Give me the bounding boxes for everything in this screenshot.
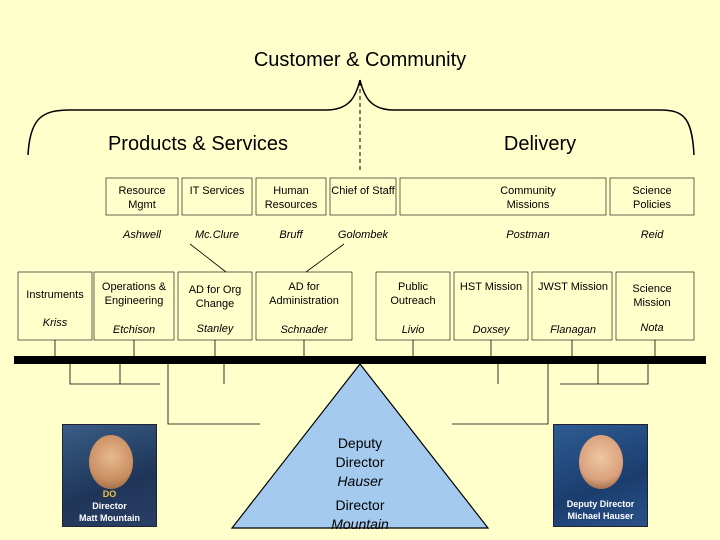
director-name: Mountain: [331, 516, 389, 532]
name-etchison: Etchison: [112, 324, 156, 336]
name-ashwell: Ashwell: [123, 229, 161, 241]
name-reid: Reid: [640, 229, 664, 241]
delivery-header: Delivery: [503, 133, 577, 155]
box-ad-administration: AD for Administration: [269, 281, 339, 307]
customer-brace: [27, 79, 695, 156]
box-operations-engineering: Operations & Engineering: [101, 281, 167, 307]
main-bar: [14, 356, 706, 364]
lower-tree-lines: [69, 364, 649, 425]
box-science-policies: Science Policies: [632, 185, 672, 211]
name-postman: Postman: [506, 229, 550, 241]
customer-community-title: Customer & Community: [253, 49, 467, 71]
box-instruments: Instruments: [26, 289, 84, 301]
name-schnader: Schnader: [280, 324, 328, 336]
name-doxsey: Doxsey: [472, 324, 510, 336]
deputy-face-icon: [579, 435, 623, 489]
director-photo-caption-2: Director: [92, 501, 127, 511]
outline-it: [181, 177, 253, 216]
director-face-icon: [89, 435, 133, 489]
box-hst-mission: HST Mission: [459, 281, 523, 293]
deputy-photo-caption-1: Deputy Director: [566, 499, 635, 509]
deputy-director-title: Deputy Director: [335, 435, 385, 470]
name-golombek: Golombek: [337, 229, 389, 241]
box-human-resources: Human Resources: [264, 185, 318, 211]
director-photo-caption-1: DO: [102, 489, 117, 499]
box-ad-org-change: AD for Org Change: [188, 284, 242, 310]
products-services-header: Products & Services: [107, 133, 289, 155]
director-pyramid: [230, 363, 490, 529]
box-resource-mgmt: Resource Mgmt: [118, 185, 166, 211]
name-livio: Livio: [401, 324, 425, 336]
deputy-photo-caption-2: Michael Hauser: [567, 511, 634, 521]
director-photo-caption-3: Matt Mountain: [79, 513, 140, 523]
outline-policies: [609, 177, 695, 216]
name-stanley: Stanley: [196, 323, 234, 335]
outline-resource: [105, 177, 179, 216]
outline-cos: [329, 177, 397, 216]
drop-lines: [54, 340, 656, 358]
name-nota: Nota: [640, 322, 664, 334]
box-community-missions: Community Missions: [500, 185, 556, 211]
director-photo: DO Director Matt Mountain: [62, 424, 157, 527]
connector-it-orgchange: [189, 243, 227, 273]
outline-community: [399, 177, 607, 216]
box-it-services: IT Services: [189, 185, 245, 197]
box-jwst-mission: JWST Mission: [537, 281, 609, 293]
deputy-director-photo: Deputy Director Michael Hauser: [553, 424, 648, 527]
connector-cos-admin: [305, 243, 345, 273]
deputy-director-name: Hauser: [337, 473, 383, 489]
name-mcclure: Mc.Clure: [194, 229, 239, 241]
box-chief-of-staff: Chief of Staff: [331, 185, 395, 197]
box-science-mission: Science Mission: [632, 283, 672, 309]
name-bruff: Bruff: [279, 229, 303, 241]
name-flanagan: Flanagan: [550, 324, 596, 336]
box-public-outreach: Public Outreach: [390, 281, 436, 307]
name-kriss: Kriss: [42, 317, 68, 329]
outline-hr: [255, 177, 327, 216]
director-title: Director: [335, 497, 385, 513]
